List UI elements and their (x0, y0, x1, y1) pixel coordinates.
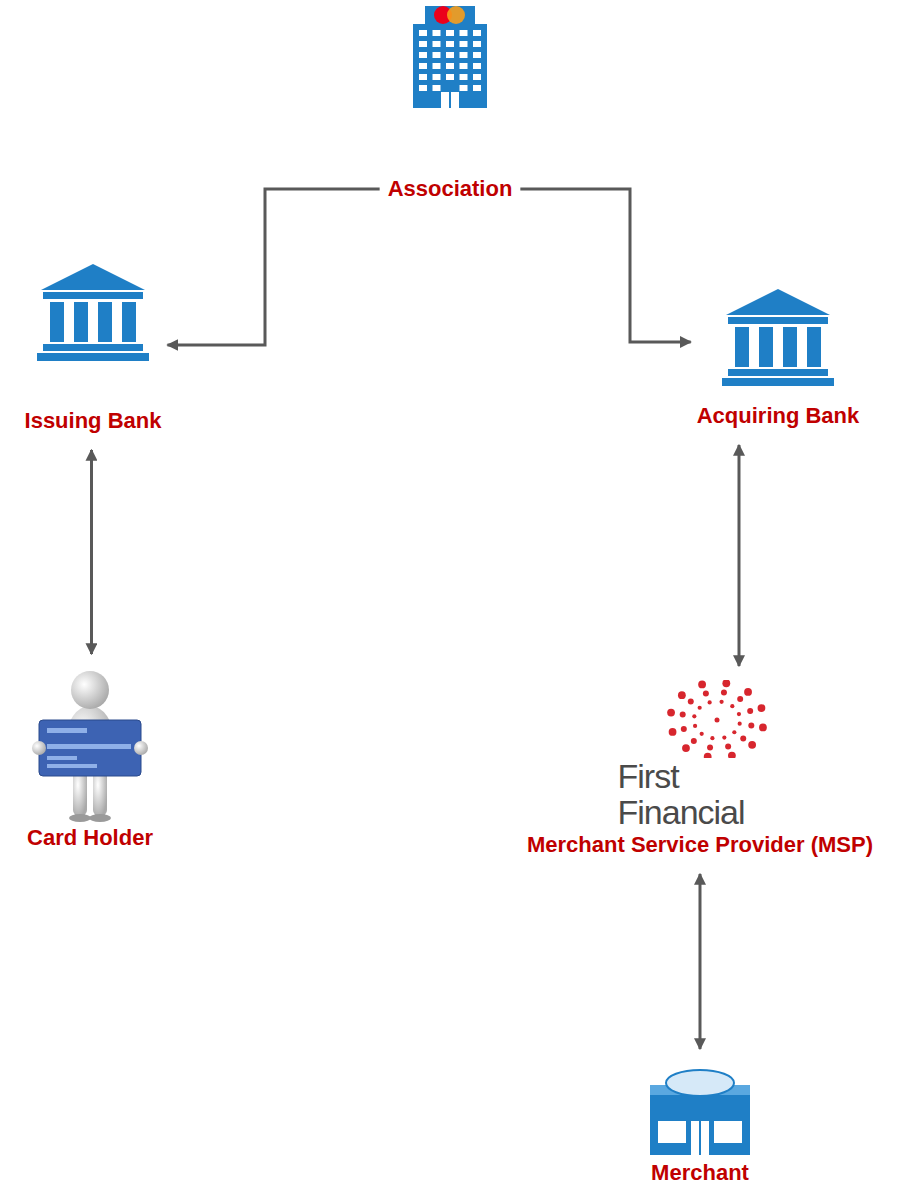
bank-picture (718, 283, 838, 401)
node-label: Card Holder (25, 823, 155, 853)
node-group: Card Holder (25, 668, 155, 853)
node-label: Merchant Service Provider (MSP) (525, 830, 875, 860)
bank-picture (33, 258, 153, 406)
card-holder-figure (32, 671, 148, 822)
connector-arrow (167, 189, 379, 345)
logo-text: First Financial (617, 758, 782, 830)
store-icon (650, 1070, 750, 1155)
connector-arrow (90, 450, 93, 654)
node-group: Issuing Bank (23, 258, 164, 436)
logo-starburst (668, 680, 768, 758)
connector-arrow (737, 445, 740, 666)
bank-icon (37, 264, 149, 361)
connector-arrow (520, 189, 690, 342)
person-picture (25, 668, 155, 823)
node-label: Issuing Bank (23, 406, 164, 436)
store-picture (645, 1063, 755, 1158)
node-label: Merchant (645, 1158, 755, 1188)
node-group: Merchant (645, 1063, 755, 1188)
node-group: Association (386, 2, 515, 204)
node-group: Acquiring Bank (695, 283, 862, 431)
building-icon (413, 6, 487, 108)
node-label: Acquiring Bank (695, 401, 862, 431)
node-group: First FinancialMerchant Service Provider… (525, 680, 875, 860)
node-label: Association (386, 174, 515, 204)
connector-arrow (698, 874, 701, 1049)
bank-icon (722, 289, 834, 386)
dots-picture (617, 680, 782, 758)
building-picture (395, 2, 505, 174)
